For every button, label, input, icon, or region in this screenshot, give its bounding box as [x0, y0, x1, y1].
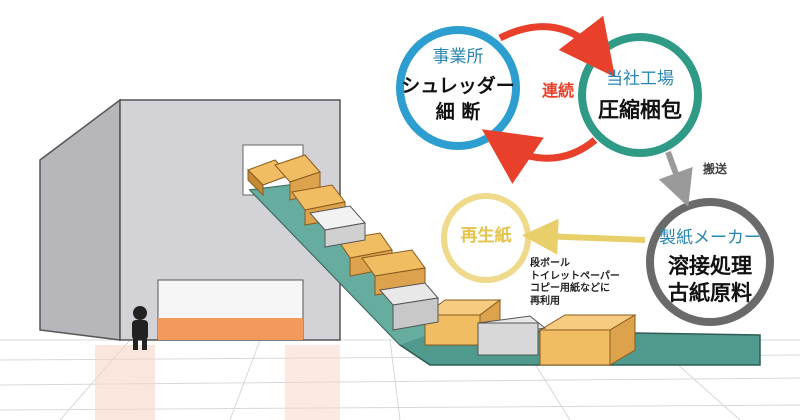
person-icon: [132, 306, 148, 350]
recycled-title: 再生紙: [460, 226, 512, 246]
transport-label: 搬送: [702, 162, 727, 176]
floor-light-left: [95, 345, 155, 420]
maker-line2: 古紙原料: [668, 281, 752, 305]
reuse-note: 段ボール トイレットペーパー コピー用紙などに 再利用: [530, 258, 650, 308]
arrow-office-to-factory: [498, 15, 616, 78]
circle-office: [396, 26, 520, 150]
arrow-factory-to-office: [481, 129, 598, 184]
arrow-factory-to-maker: [658, 150, 693, 207]
office-title: 事業所: [432, 47, 484, 67]
reuse-note-line: トイレットペーパー: [530, 270, 620, 282]
circle-factory: [578, 33, 702, 157]
arrow-maker-to-recycled: [522, 218, 646, 255]
maker-title: 製紙メーカー: [659, 228, 761, 248]
office-line1: シュレッダー: [401, 75, 515, 97]
paper-bales: [309, 205, 547, 356]
reuse-note-line: 再利用: [530, 295, 560, 307]
office-line2: 細 断: [435, 101, 481, 123]
continuous-label: 連続: [541, 81, 574, 100]
reuse-note-line: 段ボール: [530, 258, 570, 269]
factory-line1: 圧縮梱包: [598, 98, 682, 122]
maker-line1: 溶接処理: [668, 254, 752, 278]
factory-title: 当社工場: [606, 69, 674, 89]
reuse-note-line: コピー用紙などに: [530, 283, 610, 294]
floor-light-right: [285, 345, 340, 420]
circle-maker: [646, 198, 774, 326]
